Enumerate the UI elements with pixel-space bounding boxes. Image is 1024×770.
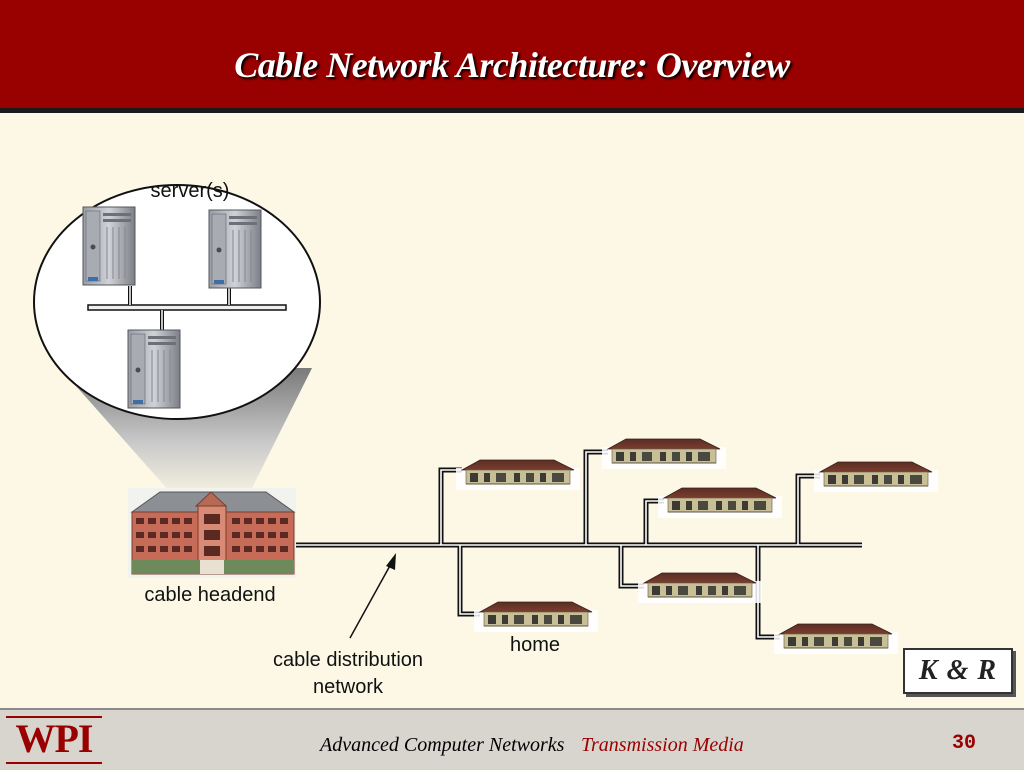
kr-badge: K & R bbox=[903, 648, 1013, 694]
home-icon bbox=[637, 572, 763, 604]
header-bar bbox=[0, 0, 1024, 108]
home-icon bbox=[657, 487, 783, 519]
wpi-logo: WPI bbox=[6, 716, 102, 764]
distribution-pointer-arrow bbox=[349, 553, 396, 639]
wpi-logo-text: WPI bbox=[15, 716, 94, 761]
cable-distribution-label-line2: network bbox=[312, 676, 384, 698]
server-icon bbox=[82, 206, 136, 286]
cable-headend-label: cable headend bbox=[144, 584, 276, 606]
cable-headend-building-icon bbox=[128, 488, 296, 578]
home-icon bbox=[601, 438, 727, 470]
server-lan bbox=[87, 286, 287, 330]
server-icon bbox=[208, 209, 262, 289]
server-icon bbox=[127, 329, 181, 409]
slide-title: Cable Network Architecture: Overview bbox=[234, 45, 790, 85]
footer-bar: WPI Advanced Computer Networks Transmiss… bbox=[0, 708, 1024, 770]
cable-distribution-label: cable distribution network bbox=[248, 647, 448, 701]
cable-distribution-network bbox=[296, 449, 862, 640]
home-label: home bbox=[509, 634, 561, 656]
servers-label: server(s) bbox=[150, 180, 230, 202]
home-icon bbox=[473, 601, 599, 633]
header-rule bbox=[0, 108, 1024, 113]
footer-course-title: Advanced Computer Networks bbox=[320, 734, 565, 756]
cable-distribution-label-line1: cable distribution bbox=[272, 649, 424, 671]
home-icon bbox=[773, 623, 899, 655]
page-number: 30 bbox=[952, 732, 977, 755]
footer-topic-title: Transmission Media bbox=[581, 734, 744, 756]
home-icon bbox=[813, 461, 939, 493]
kr-badge-text: K & R bbox=[918, 655, 998, 686]
home-icon bbox=[455, 459, 581, 491]
